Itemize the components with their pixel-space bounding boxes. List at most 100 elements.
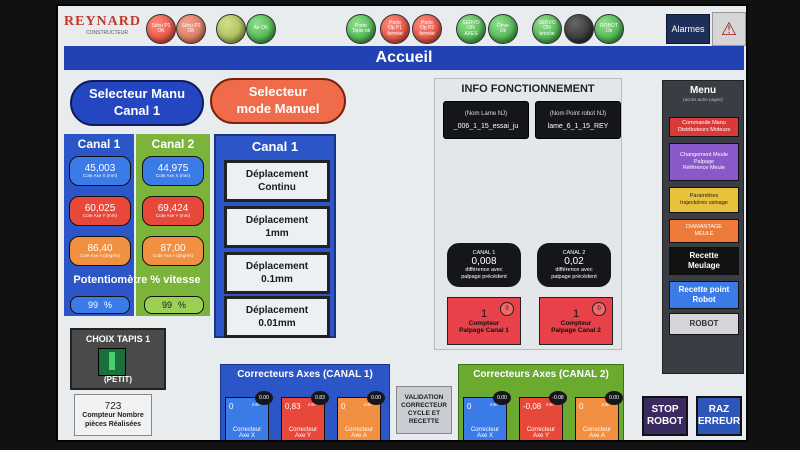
canal2-y-display: 69,424 Cote Axe Y (mm): [142, 196, 204, 226]
alarms-button[interactable]: Alarmes: [666, 14, 710, 44]
menu-item-button[interactable]: DIAMANTAGE MEULE: [669, 219, 739, 243]
axis-correcteur-indicator: -0.08: [549, 391, 567, 405]
deplacement-001mm-button[interactable]: Déplacement 0.01mm: [224, 296, 330, 338]
info-title: INFO FONCTIONNEMENT: [461, 83, 595, 95]
counter2-indicator: 0: [592, 302, 606, 316]
status-light: Sécu P2 OK: [176, 14, 206, 44]
status-light-label: SERVO ON broche: [538, 20, 556, 37]
canal1-panel: Canal 1 45,003 Cote Axe X (mm) 60,025 Co…: [64, 134, 134, 302]
axis-correcteur-unit: mm: [252, 402, 260, 407]
canal2-a-display: 87,00 Cote Axe A (degrés): [142, 236, 204, 266]
menu-item-label: ROBOT: [689, 319, 719, 329]
counter1-indicator: 0: [500, 302, 514, 316]
status-light-label: Sécu P2 OK: [181, 22, 201, 34]
canal1-title: Canal 1: [77, 137, 121, 151]
choix-tapis-panel: CHOIX TAPIS 1 (PETIT): [70, 328, 166, 390]
robot-point-display: (Nom Point robot NJ) lame_6_1_15_REY: [535, 101, 621, 139]
menu-item-button[interactable]: Recette point Robot: [669, 281, 739, 309]
canal1-a-label: Cote Axe A (degrés): [79, 252, 121, 258]
canal1-diff-header: CANAL 1: [472, 250, 496, 257]
canal1-a-display: 86,40 Cote Axe A (degrés): [69, 236, 131, 266]
status-light: Sécu P1 OK: [146, 14, 176, 44]
toggle-bar: [109, 352, 115, 370]
counter1-label: Compteur Palpage Canal 1: [459, 319, 509, 334]
status-light: ROBOT Ok: [594, 14, 624, 44]
status-light: Drive Ok: [488, 14, 518, 44]
canal1-diff-label: différence avec palpage précédent: [461, 267, 507, 280]
correcteurs-canal2-title: Correcteurs Axes (CANAL 2): [473, 369, 609, 380]
canal2-x-display: 44,975 Cote Axe X (mm): [142, 156, 204, 186]
canal2-speed-display: 99 %: [144, 296, 204, 314]
status-light-label: Porte Op P2 fermée: [419, 20, 435, 37]
axis-correcteur-unit: mm: [308, 402, 316, 407]
brand-subtitle: CONSTRUCTEUR: [86, 30, 128, 36]
stop-robot-label: STOP ROBOT: [646, 404, 684, 427]
axis-correcteur-indicator: 0.83: [311, 391, 329, 405]
pieces-counter: 723 Compteur Nombre pièces Réalisées: [74, 394, 152, 436]
selector-manual-mode-label: Selecteur mode Manuel: [236, 84, 320, 116]
canal2-diff-value: 0,02: [564, 256, 584, 268]
menu-item-label: Recette point Robot: [678, 285, 730, 304]
status-light: Porte Tapis ok: [346, 14, 376, 44]
canal1-speed-display: 99 %: [70, 296, 130, 314]
canal1-y-display: 60,025 Cote Axe Y (mm): [69, 196, 131, 226]
axis-correcteur-unit: mm: [602, 402, 610, 407]
canal1-diff-value: 0,008: [471, 256, 497, 268]
robot-point-header: (Nom Point robot NJ): [549, 110, 607, 117]
canal2-diff-header: CANAL 2: [562, 250, 586, 257]
deplacement-01mm-button[interactable]: Déplacement 0.1mm: [224, 252, 330, 294]
deplacement-1mm-button[interactable]: Déplacement 1mm: [224, 206, 330, 248]
canal2-title: Canal 2: [151, 137, 195, 151]
menu-item-label: Changement Meule Palpage Référence Meule: [679, 152, 728, 172]
alarm-bell-icon[interactable]: ⚠: [712, 12, 746, 46]
status-light-label: Air OK: [253, 25, 269, 32]
axis-correcteur-unit: mm: [364, 402, 372, 407]
menu-item-button[interactable]: Commande Manu Distributeurs Moteurs: [669, 117, 739, 137]
menu-item-button[interactable]: ROBOT: [669, 313, 739, 335]
potentiometer-label: Potentiomètre % vitesse: [73, 274, 201, 286]
deplacement-1mm-label: Déplacement 1mm: [245, 214, 309, 240]
selector-manual-mode-button[interactable]: Selecteur mode Manuel: [210, 78, 346, 124]
reynard-logo: REYNARD CONSTRUCTEUR: [64, 14, 142, 40]
axis-correcteur-value: 0: [467, 402, 472, 411]
status-light-label: Porte Tapis ok: [351, 22, 371, 34]
raz-erreur-button[interactable]: RAZ ERREUR: [696, 396, 742, 436]
status-light-label: Porte Op P1 fermée: [387, 20, 403, 37]
canal2-y-label: Cote Axe Y (mm): [155, 212, 191, 218]
canal1-speed-value: 99: [87, 300, 98, 310]
axis-correcteur-label: Correcteur Axe A: [344, 426, 374, 440]
validation-correcteur-label: VALIDATION CORRECTEUR CYCLE ET RECETTE: [401, 393, 447, 426]
selector-manual-channel-button[interactable]: Selecteur Manu Canal 1: [70, 80, 204, 126]
validation-correcteur-button[interactable]: VALIDATION CORRECTEUR CYCLE ET RECETTE: [396, 386, 452, 434]
lame-name-value: _006_1_15_essai_ju: [453, 122, 519, 130]
robot-point-value: lame_6_1_15_REY: [547, 122, 609, 130]
canal2-y-value: 69,424: [157, 202, 189, 214]
canal1-a-value: 86,40: [87, 242, 113, 254]
menu-item-button[interactable]: Changement Meule Palpage Référence Meule: [669, 143, 739, 181]
menu-title: Menu: [689, 85, 717, 96]
deplacement-continu-button[interactable]: Déplacement Continu: [224, 160, 330, 202]
axis-correcteur-indicator: 0.00: [255, 391, 273, 405]
menu-item-button[interactable]: Recette Meulage: [669, 247, 739, 275]
canal2-x-value: 44,975: [157, 162, 189, 174]
canal1-x-value: 45,003: [84, 162, 116, 174]
info-fonctionnement-panel: INFO FONCTIONNEMENT (Nom Lame NJ) _006_1…: [434, 78, 622, 350]
pieces-counter-label: Compteur Nombre pièces Réalisées: [82, 412, 144, 428]
canal2-a-value: 87,00: [160, 242, 186, 254]
menu-item-button[interactable]: Paramètres trajectoires usinage: [669, 187, 739, 213]
canal2-a-label: Cote Axe A (degrés): [152, 252, 194, 258]
deplacement-continu-label: Déplacement Continu: [245, 168, 309, 194]
tapis-toggle-switch[interactable]: [98, 348, 126, 376]
axis-correcteur-indicator: 0.00: [605, 391, 623, 405]
axis-correcteur-value: 0: [229, 402, 234, 411]
status-light: SERVO ON broche: [532, 14, 562, 44]
canal2-panel: Canal 2 44,975 Cote Axe X (mm) 69,424 Co…: [136, 134, 210, 302]
canal1-y-label: Cote Axe Y (mm): [82, 212, 118, 218]
stop-robot-button[interactable]: STOP ROBOT: [642, 396, 688, 436]
brand-name: REYNARD: [64, 14, 141, 29]
canal1-pot-area: 99 %: [64, 292, 134, 316]
